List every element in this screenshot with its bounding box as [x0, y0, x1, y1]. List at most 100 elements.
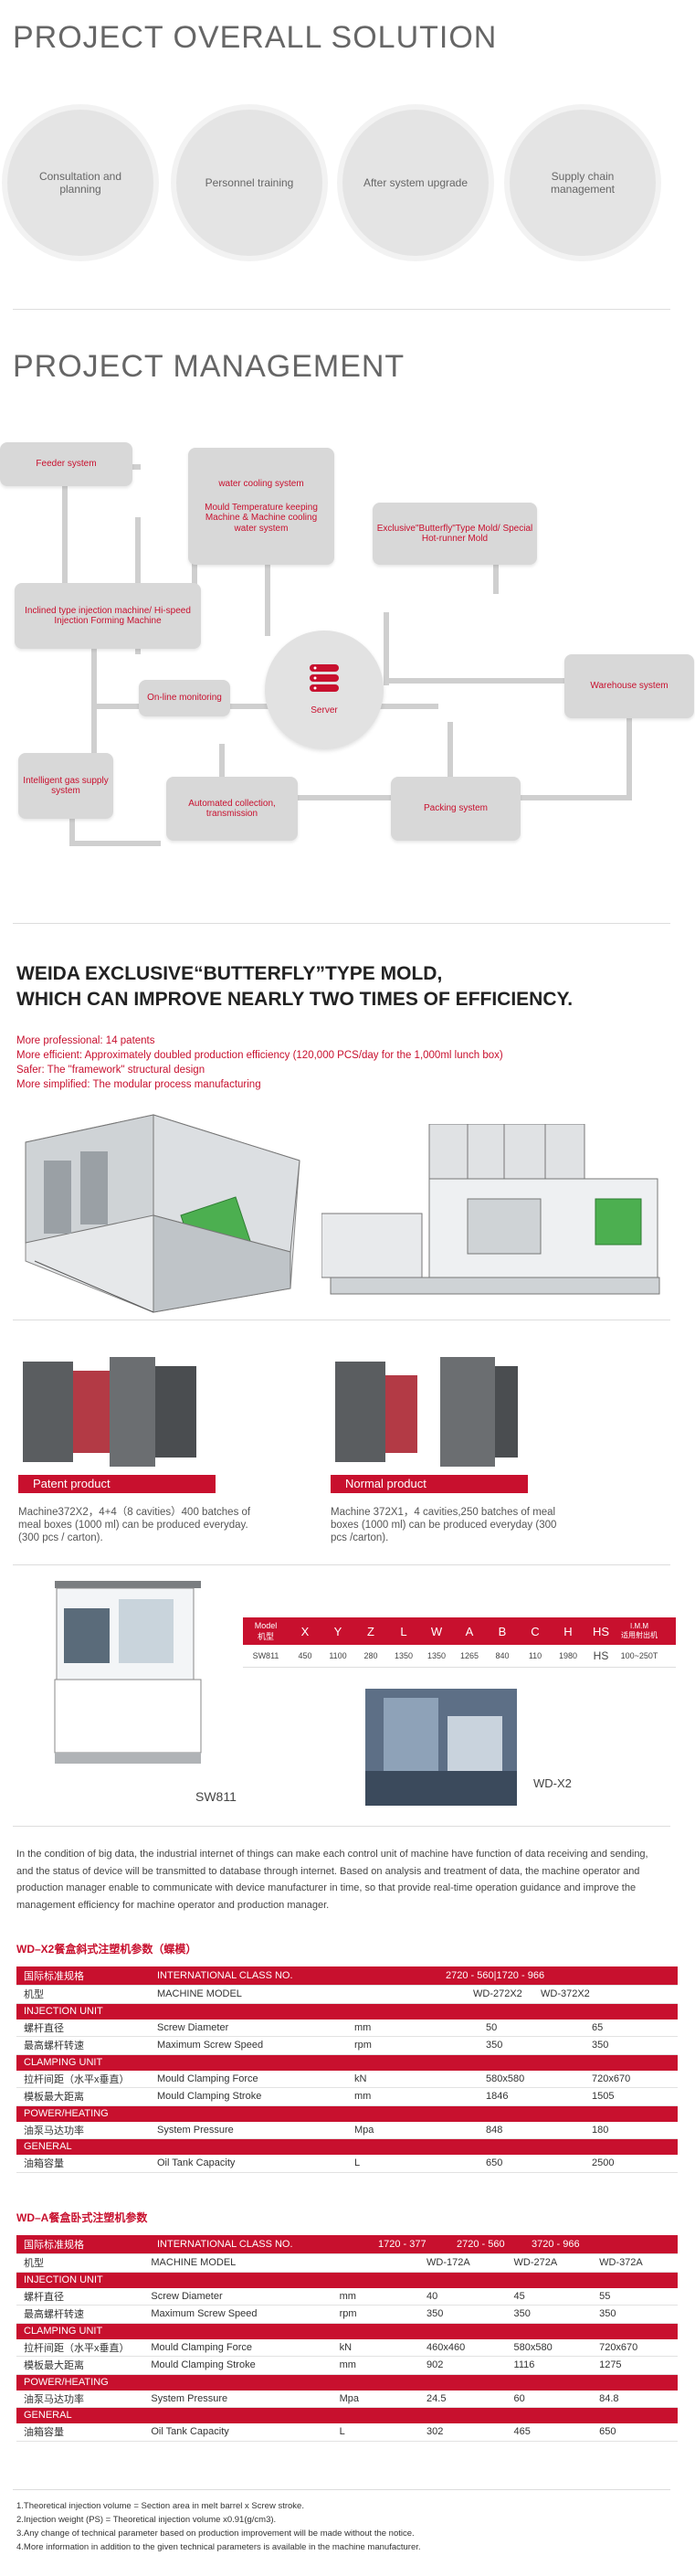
cell: mm	[339, 2359, 356, 2371]
cell: 油泵马达功率	[24, 2125, 84, 2136]
cell: Mould Clamping Stroke	[157, 2091, 262, 2103]
cell: rpm	[354, 2040, 372, 2051]
cell: 2720 - 560|1720 - 966	[446, 1970, 545, 1981]
cell: 2500	[592, 2157, 615, 2169]
connector-line	[126, 464, 141, 470]
sw811-caption: SW811	[195, 1789, 237, 1804]
cell: Oil Tank Capacity	[157, 2157, 236, 2169]
cell: 580x580	[513, 2341, 553, 2353]
circle-consultation: Consultation and planning	[7, 110, 153, 256]
cell: 1505	[592, 2091, 615, 2103]
table2: 国际标准规格 INTERNATIONAL CLASS NO. 1720 - 37…	[16, 2235, 678, 2442]
table-row: 油泵马达功率 System Pressure Mpa 24.5 60 84.8	[16, 2390, 678, 2408]
cell: Oil Tank Capacity	[151, 2426, 229, 2438]
feature-item: More professional: 14 patents	[16, 1035, 155, 1046]
cell: 2720 - 560	[457, 2239, 505, 2250]
connector-line	[493, 565, 499, 594]
cell: 350	[592, 2040, 609, 2051]
header-cell: Y	[333, 1624, 342, 1638]
divider	[13, 923, 670, 924]
feature-item: More efficient: Approximately doubled pr…	[16, 1050, 503, 1061]
cell: WD-372A	[599, 2257, 643, 2269]
cell: 拉杆间距（水平x垂直）	[24, 2073, 130, 2085]
cell: WD-372X2	[541, 1988, 590, 2000]
connector-line	[265, 517, 270, 636]
cell: Screw Diameter	[151, 2290, 223, 2302]
cell: 国际标准规格	[24, 1971, 84, 1982]
cell: 902	[426, 2359, 444, 2371]
table-row: 最高螺杆转速 Maximum Screw Speed rpm 350 350 3…	[16, 2306, 678, 2324]
cell: mm	[339, 2290, 356, 2302]
cell: 国际标准规格	[24, 2240, 84, 2251]
table1: 国际标准规格 INTERNATIONAL CLASS NO. 2720 - 56…	[16, 1966, 678, 2173]
circle-upgrade: After system upgrade	[342, 110, 489, 256]
cell: 350	[513, 2308, 531, 2320]
patent-mold-illustration	[23, 1357, 196, 1467]
patent-product-banner: Patent product	[18, 1475, 216, 1493]
cell: 848	[486, 2124, 503, 2136]
feature-list: More professional: 14 patents More effic…	[16, 1034, 503, 1092]
connector-line	[384, 678, 566, 684]
cell: Maximum Screw Speed	[151, 2308, 258, 2320]
table-row: 油箱容量 Oil Tank Capacity L 302 465 650	[16, 2423, 678, 2442]
cell: 302	[426, 2426, 444, 2438]
cell: 1846	[486, 2091, 509, 2103]
server-icon	[310, 664, 339, 692]
header-cell: HS	[592, 1624, 610, 1638]
circle-label: Supply chain management	[550, 170, 616, 196]
mould-temp-label: Mould Temperature keeping Machine & Mach…	[205, 502, 318, 534]
cell: MACHINE MODEL	[151, 2257, 237, 2269]
circle-label: After system upgrade	[363, 176, 469, 189]
table-row: 油箱容量 Oil Tank Capacity L 650 2500	[16, 2155, 678, 2173]
cell: 60	[513, 2392, 525, 2404]
cell: 180	[592, 2124, 609, 2136]
server-node: Server	[265, 631, 384, 749]
section-title-overall-solution: PROJECT OVERALL SOLUTION	[13, 20, 498, 55]
butterfly-title-line2: WHICH CAN IMPROVE NEARLY TWO TIMES OF EF…	[16, 989, 574, 1010]
header-cell: H	[563, 1624, 573, 1638]
cell: 580x580	[486, 2072, 525, 2084]
table-category: INJECTION UNIT	[16, 2003, 678, 2019]
cell: 1350	[394, 1651, 414, 1660]
table-row: 最高螺杆转速 Maximum Screw Speed rpm 350 350	[16, 2037, 678, 2055]
feature-item: More simplified: The modular process man…	[16, 1079, 261, 1090]
normal-machine-illustration	[321, 1124, 660, 1295]
header-cell: L	[400, 1624, 407, 1638]
cell: mm	[354, 2021, 372, 2033]
table-row: 拉杆间距（水平x垂直） Mould Clamping Force kN 460x…	[16, 2339, 678, 2357]
cell: 油箱容量	[24, 2158, 64, 2170]
cell: L	[339, 2426, 345, 2438]
header-cell: C	[531, 1624, 540, 1638]
cell: SW811	[252, 1651, 279, 1660]
header-cell: A	[465, 1624, 474, 1638]
divider	[13, 1564, 670, 1565]
cell: INTERNATIONAL CLASS NO.	[157, 2239, 293, 2250]
automated-collection-box: Automated collection, transmission	[166, 777, 298, 841]
cell: 650	[599, 2426, 616, 2438]
cell: 1100	[329, 1651, 347, 1660]
cell: Mpa	[339, 2392, 359, 2404]
table-row: 模板最大距离 Mould Clamping Stroke mm 1846 150…	[16, 2088, 678, 2106]
footnote: 2.Injection weight (PS) = Theoretical in…	[16, 2515, 277, 2525]
cell: 84.8	[599, 2392, 619, 2404]
table-header-row: 国际标准规格 INTERNATIONAL CLASS NO. 2720 - 56…	[16, 1966, 678, 1986]
table-category: POWER/HEATING	[16, 2105, 678, 2122]
footnote: 3.Any change of technical parameter base…	[16, 2528, 415, 2539]
cell: 螺杆直径	[24, 2291, 64, 2303]
connector-line	[62, 482, 68, 583]
cell: System Pressure	[151, 2392, 228, 2404]
cell: Mould Clamping Force	[157, 2072, 258, 2084]
wd-x2-caption: WD-X2	[533, 1776, 572, 1790]
cell: 280	[363, 1651, 378, 1660]
table-category: INJECTION UNIT	[16, 2272, 678, 2288]
cell: 最高螺杆转速	[24, 2309, 84, 2321]
cell: 460x460	[426, 2341, 466, 2353]
cell: MACHINE MODEL	[157, 1988, 242, 2000]
footnote: 4.More information in addition to the gi…	[16, 2542, 421, 2552]
cell: kN	[339, 2341, 353, 2353]
table-row: 拉杆间距（水平x垂直） Mould Clamping Force kN 580x…	[16, 2071, 678, 2088]
cell: HS	[593, 1649, 609, 1662]
table2-title: WD–A餐盒卧式注塑机参数	[16, 2211, 148, 2224]
